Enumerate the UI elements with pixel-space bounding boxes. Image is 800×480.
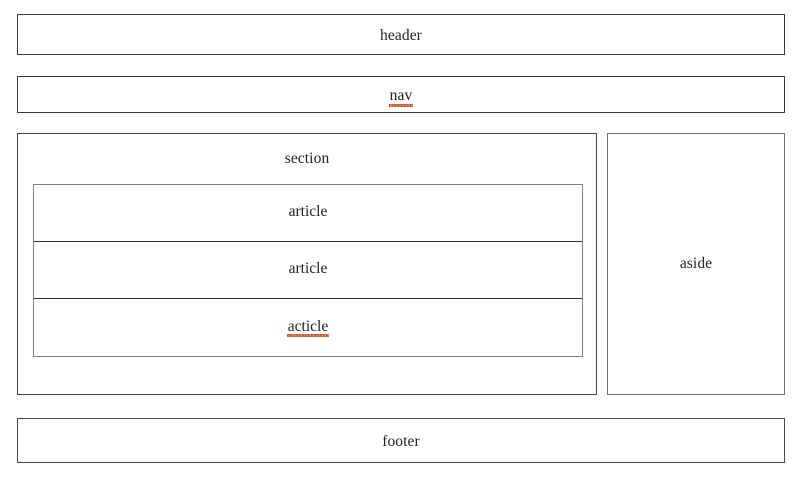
article-region-3: acticle <box>34 299 582 356</box>
nav-label: nav <box>388 87 414 106</box>
article-region-1: article <box>34 185 582 242</box>
header-region: header <box>17 14 785 55</box>
footer-label: footer <box>382 433 420 450</box>
article-label-3-wrapper: acticle <box>286 317 330 337</box>
article-region-2: article <box>34 242 582 299</box>
article-label-2: article <box>288 260 328 278</box>
aside-region: aside <box>607 133 785 395</box>
article-label-1: article <box>288 203 328 221</box>
article-label-3: acticle <box>286 317 330 337</box>
nav-region: nav <box>17 76 785 113</box>
article-group: article article acticle <box>33 184 583 357</box>
section-region: section article article acticle <box>17 133 597 395</box>
nav-label-wrapper: nav <box>18 87 784 106</box>
aside-label: aside <box>679 255 713 273</box>
footer-region: footer <box>17 418 785 463</box>
section-label: section <box>284 150 330 167</box>
header-label: header <box>380 27 422 44</box>
